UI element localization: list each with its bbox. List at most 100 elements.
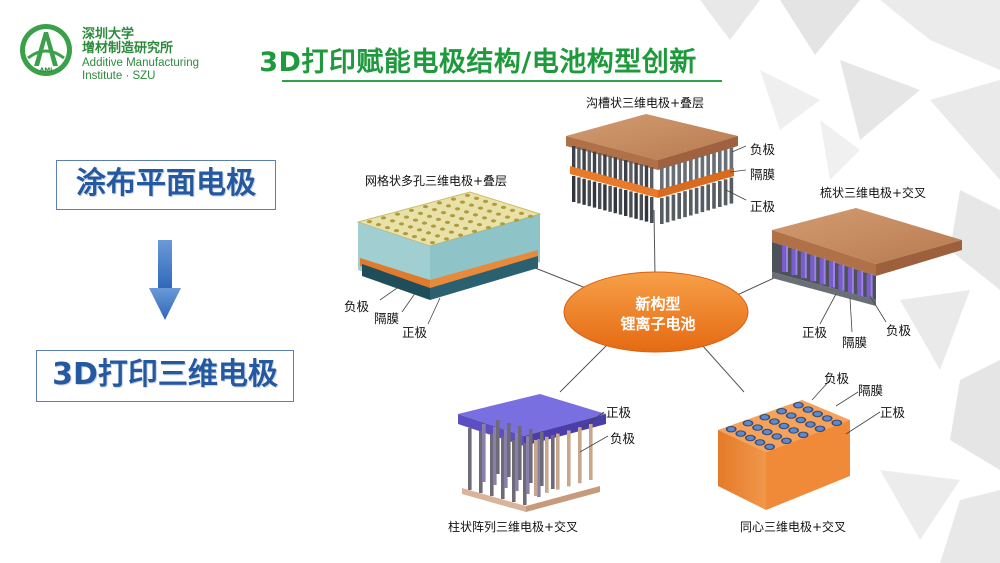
mesh-pore [453, 223, 460, 227]
comb-tooth-edge [804, 252, 807, 279]
pillar-rod-copper [556, 433, 560, 490]
concentric-hole-inner [780, 423, 788, 429]
mesh-pore [426, 214, 433, 218]
pillar-rod-copper [578, 427, 582, 484]
groove-upper-side-plate [706, 154, 710, 177]
comb-tooth-edge [823, 258, 826, 285]
groove-lower-plate [629, 191, 633, 218]
center-label-line1: 新构型 [635, 295, 681, 313]
concentric-hole-inner [773, 434, 781, 439]
mesh-pore [429, 241, 436, 245]
label-concentric-separator: 隔膜 [858, 383, 884, 398]
mesh-pore [473, 196, 480, 200]
mesh-pore [491, 202, 498, 206]
mesh-pore [389, 219, 396, 223]
pillar-rod [512, 440, 516, 502]
mesh-pore [408, 208, 415, 212]
center-ellipse [563, 271, 749, 353]
pillar-rod [526, 436, 530, 494]
groove-upper-side-plate [671, 164, 676, 187]
groove-upper-plate [650, 167, 654, 189]
background-decoration [700, 0, 1000, 563]
comb-tooth-edge [842, 264, 845, 291]
mesh-pore [485, 226, 492, 230]
groove-upper-side-plate [723, 149, 728, 172]
mesh-pore [467, 220, 474, 224]
concentric-electrode-graphic [718, 400, 850, 510]
comb-tooth [857, 270, 862, 297]
center-label: 新构型 锂离子电池 [578, 294, 738, 334]
pillar-rod [523, 443, 527, 505]
center-label-line2: 锂离子电池 [620, 315, 696, 333]
mesh-pore [366, 220, 373, 224]
groove-lower-side-plate [660, 198, 664, 224]
concentric-hole-inner [763, 429, 771, 435]
groove-upper-plate [644, 165, 649, 188]
mesh-pore [459, 200, 466, 204]
mesh-pore [417, 211, 424, 215]
mesh-pore [448, 230, 455, 234]
label-groove-negative: 负极 [750, 142, 776, 157]
mesh-pore [518, 211, 525, 215]
mesh-pore [499, 222, 506, 226]
mesh-pore [393, 229, 400, 233]
groove-upper-side-plate [660, 168, 664, 190]
groove-lower-side-plate [671, 194, 676, 221]
mesh-pore [449, 214, 456, 218]
box-3d-printed-electrode: 3D打印三维电极 [36, 350, 294, 402]
groove-upper-plate [608, 155, 612, 178]
groove-upper-side-plate [665, 166, 670, 189]
label-comb-positive: 正极 [802, 325, 828, 340]
groove-upper-side-plate [677, 162, 681, 185]
comb-tooth [847, 267, 852, 294]
caption-mesh: 网格状多孔三维电极+叠层 [365, 174, 508, 188]
groove-lower-plate [650, 197, 654, 223]
caption-pillar: 柱状阵列三维电极+交叉 [448, 520, 579, 534]
comb-tooth [782, 246, 786, 272]
pillar-electrode-graphic [458, 394, 606, 512]
label-pillar-positive: 正极 [606, 405, 632, 420]
concentric-hole-inner [753, 425, 762, 430]
label-pillar-negative: 负极 [610, 431, 636, 446]
groove-lower-plate [639, 194, 643, 221]
groove-electrode-graphic [566, 114, 738, 224]
mesh-pore [375, 223, 382, 227]
groove-lower-plate [572, 176, 576, 202]
concentric-hole-inner [746, 435, 755, 441]
groove-lower-side-plate [729, 177, 734, 204]
caption-groove: 沟槽状三维电极+叠层 [586, 96, 705, 110]
groove-lower-plate [613, 187, 617, 214]
concentric-hole-inner [813, 411, 822, 417]
mesh-electrode-graphic [356, 191, 542, 300]
mesh-pore [444, 220, 451, 224]
caption-comb: 梳状三维电极+交叉 [820, 186, 927, 200]
comb-tooth-edge [851, 267, 854, 294]
mesh-pore [458, 217, 465, 221]
concentric-hole-inner [761, 415, 769, 420]
groove-upper-plate [592, 151, 597, 174]
mesh-pore [412, 218, 419, 222]
concentric-hole-inner [777, 409, 786, 414]
pillar-rod-copper [589, 424, 593, 480]
comb-tooth [810, 255, 815, 282]
mesh-pore [457, 233, 464, 237]
groove-upper-side-plate [729, 147, 734, 170]
comb-tooth-edge [795, 249, 798, 276]
label-mesh-negative: 负极 [344, 299, 370, 314]
concentric-hole-inner [765, 444, 774, 449]
pillar-rod [529, 429, 533, 483]
label-leader-lines [379, 145, 887, 453]
mesh-pore [471, 229, 478, 233]
groove-lower-plate [634, 192, 638, 219]
mesh-pore [500, 205, 507, 209]
groove-lower-side-plate [712, 182, 716, 209]
concentric-hole-inner [797, 417, 805, 423]
groove-lower-plate [592, 181, 597, 208]
groove-lower-side-plate [683, 191, 687, 218]
pillar-rod [482, 424, 486, 482]
mesh-pore [403, 215, 410, 219]
mesh-pore [435, 217, 442, 221]
mesh-pore [481, 216, 488, 220]
label-mesh-positive: 正极 [402, 325, 428, 340]
comb-tooth [819, 258, 824, 285]
